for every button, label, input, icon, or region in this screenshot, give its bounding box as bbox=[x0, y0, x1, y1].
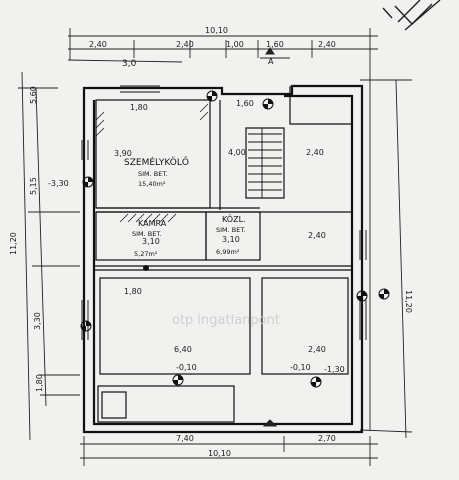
dim-top-5: 2,40 bbox=[318, 40, 336, 49]
level-4: -3,30 bbox=[48, 179, 69, 188]
section-marker-bottom bbox=[262, 419, 278, 427]
level-marker-icon bbox=[143, 265, 149, 271]
north-arrow-icon bbox=[382, 0, 441, 31]
level-marker-icon bbox=[262, 98, 274, 110]
hall-floor: SIM. BET. bbox=[216, 226, 246, 234]
level-2: -0,10 bbox=[290, 363, 311, 372]
dim-top-2: 2,40 bbox=[176, 40, 194, 49]
dim-misc-j: 2,40 bbox=[308, 345, 326, 354]
dim-left-upper: 5,15 bbox=[29, 177, 38, 195]
hall-area: 6,99m² bbox=[216, 248, 240, 256]
bedroom-name: SZEMÉLYKÖLŐ bbox=[124, 156, 189, 168]
dim-bottom-total: 10,10 bbox=[208, 449, 231, 458]
dim-misc-a: 1,80 bbox=[130, 103, 148, 112]
hall-width: 3,10 bbox=[222, 235, 240, 244]
dim-misc-c: 1,60 bbox=[236, 99, 254, 108]
dim-misc-e: 2,40 bbox=[306, 148, 324, 157]
dim-misc-i: 2,40 bbox=[308, 231, 326, 240]
wall-hatching bbox=[95, 103, 209, 223]
level-1: -0,10 bbox=[176, 363, 197, 372]
dim-left-lower: 3,30 bbox=[33, 312, 42, 330]
bottom-dimension-lines bbox=[80, 436, 378, 466]
section-marker-top bbox=[260, 47, 290, 59]
dim-total-top: 10,10 bbox=[205, 26, 228, 35]
dim-top-3: 1,00 bbox=[226, 40, 244, 49]
inner-walls bbox=[94, 86, 352, 423]
dim-misc-h: 6,40 bbox=[174, 345, 192, 354]
section-label-top: A bbox=[268, 57, 274, 66]
dim-misc-g: 1,80 bbox=[124, 287, 142, 296]
right-dimension-lines bbox=[359, 60, 413, 439]
dim-bottom-a: 7,40 bbox=[176, 434, 194, 443]
bedroom-floor: SIM. BET. bbox=[138, 170, 168, 178]
level-marker-icon bbox=[378, 288, 390, 300]
level-marker-icon bbox=[310, 376, 322, 388]
dim-top-4: 1,60 bbox=[266, 40, 284, 49]
hall-name: KÖZL. bbox=[222, 214, 246, 224]
bedroom-area: 15,40m² bbox=[138, 180, 166, 188]
outer-walls bbox=[82, 84, 364, 434]
dim-left-bottom: 1,80 bbox=[35, 374, 44, 392]
bedroom-width: 3,90 bbox=[114, 149, 132, 158]
level-marker-icon bbox=[206, 90, 218, 102]
dim-tag: 3,0 bbox=[122, 59, 137, 69]
level-3: -1,30 bbox=[324, 365, 345, 374]
dim-bottom-b: 2,70 bbox=[318, 434, 336, 443]
level-marker-icon bbox=[356, 290, 368, 302]
level-marker-icon bbox=[82, 176, 94, 188]
kamra-width: 3,10 bbox=[142, 237, 160, 246]
level-markers bbox=[80, 90, 390, 388]
watermark: otp ingatlanpont bbox=[172, 313, 280, 328]
top-dimension-lines bbox=[67, 28, 378, 63]
kamra-floor: SIM. BET. bbox=[132, 230, 162, 238]
dim-left-outer: 11,20 bbox=[9, 232, 18, 255]
dim-right-outer: 11,20 bbox=[404, 290, 413, 313]
dim-top-1: 2,40 bbox=[89, 40, 107, 49]
dim-misc-b: 4,00 bbox=[228, 148, 246, 157]
dim-left-top: 5,60 bbox=[29, 86, 38, 104]
left-dimension-lines bbox=[18, 71, 80, 441]
level-marker-icon bbox=[80, 320, 92, 332]
staircase bbox=[248, 128, 282, 198]
kamra-name: KAMRA bbox=[138, 219, 167, 228]
kamra-area: 5,27m² bbox=[134, 250, 158, 258]
windows bbox=[81, 85, 367, 340]
level-marker-icon bbox=[172, 374, 184, 386]
